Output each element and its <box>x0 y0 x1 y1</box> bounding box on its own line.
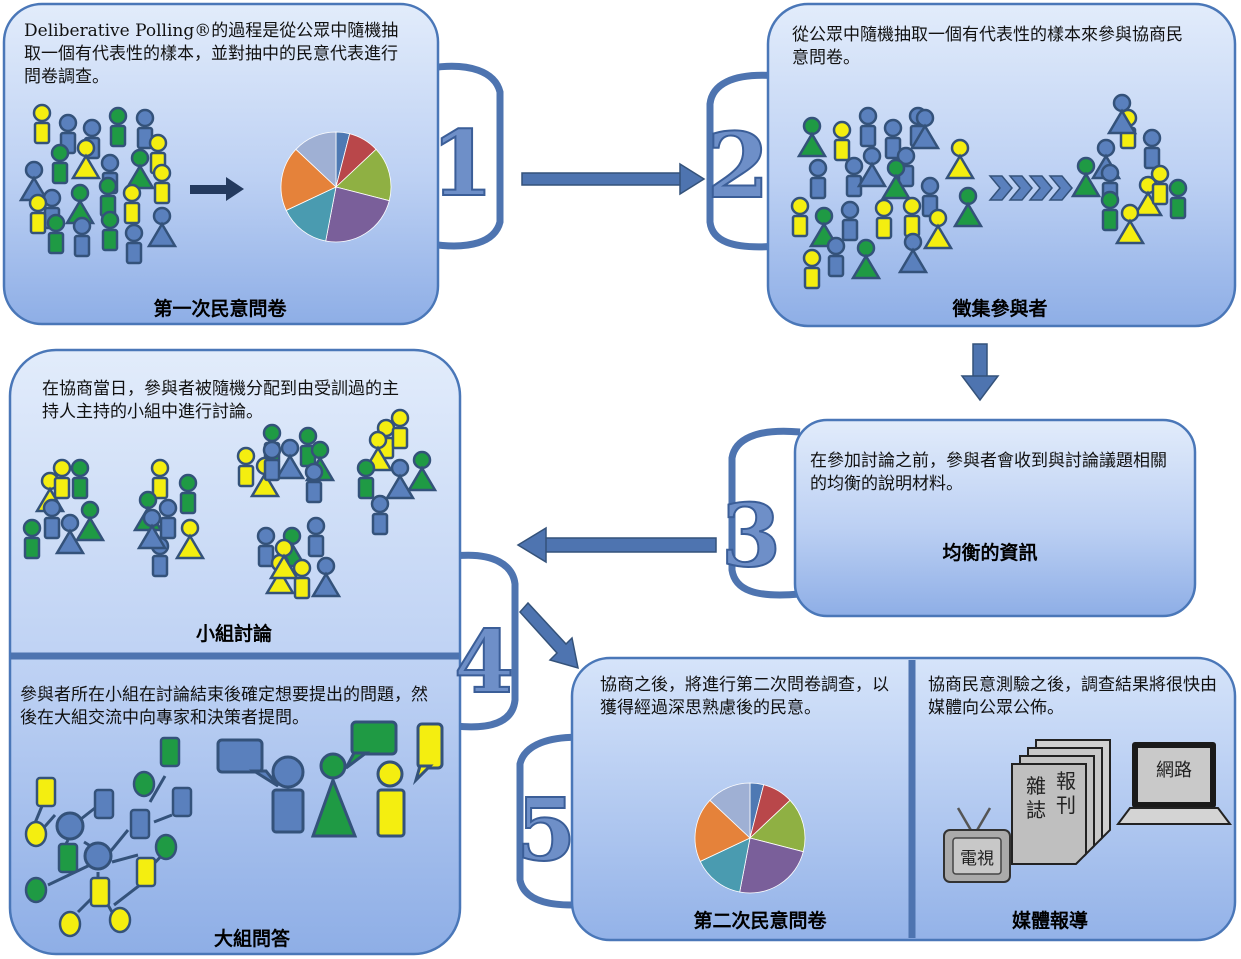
step1-number: 1 <box>431 111 494 217</box>
speech-bubble-icon <box>412 722 444 786</box>
step4-small-description: 在協商當日，參與者被隨機分配到由受訓過的主持人主持的小組中進行討論。 <box>42 379 399 422</box>
step5-media-description: 協商民意測驗之後，調查結果將很快由媒體向公眾公佈。 <box>928 675 1217 718</box>
pie-slice <box>709 782 751 839</box>
arrow-1-to-2 <box>521 162 706 196</box>
step5-survey-title: 第二次民意問卷 <box>693 910 827 932</box>
panel-step4 <box>8 348 462 956</box>
pie-slice <box>694 799 751 862</box>
step3-description: 在參加討論之前，參與者會收到與討論議題相關的均衡的說明材料。 <box>810 451 1167 494</box>
step3-bracket <box>728 427 801 599</box>
step2-number: 2 <box>707 113 770 219</box>
pie-slice <box>295 131 337 188</box>
laptop-icon <box>1116 742 1232 825</box>
step1-description: Deliberative Polling®的過程是從公眾中隨機抽取一個有代表性的… <box>24 21 399 87</box>
pie-slice <box>325 186 390 243</box>
step3-title: 均衡的資訊 <box>942 542 1038 564</box>
step2-description: 從公眾中隨機抽取一個有代表性的樣本來參與協商民意問卷。 <box>792 25 1183 68</box>
magazine-label-1: 雜 <box>1026 774 1046 798</box>
newspaper-label-1: 報 <box>1056 769 1076 793</box>
step1-pie-chart-icon <box>280 131 392 243</box>
pie-slice <box>280 148 337 211</box>
newspaper-icon <box>1011 739 1111 865</box>
step5-bracket <box>516 733 593 909</box>
pie-slice <box>749 799 806 853</box>
step4-small-title: 小組討論 <box>195 623 272 645</box>
step2-bracket <box>706 71 779 251</box>
pie-slice <box>739 837 804 894</box>
step1-title: 第一次民意問卷 <box>153 298 287 320</box>
panel-step2 <box>766 2 1237 328</box>
step2-chevrons-icon <box>988 175 1073 201</box>
speech-bubble-icon <box>216 738 280 788</box>
step5-pie-chart-icon <box>694 782 806 894</box>
step5-number: 5 <box>516 780 576 881</box>
step4-large-title: 大組問答 <box>213 928 290 950</box>
pie-slice <box>285 186 337 242</box>
step4-qa-people <box>24 736 193 938</box>
internet-label: 網路 <box>1156 760 1192 781</box>
arrow-3-to-4 <box>516 526 717 564</box>
step4-bracket <box>454 551 519 731</box>
arrow-2-to-3 <box>960 343 1000 402</box>
tv-icon <box>943 807 1011 883</box>
arrow-4-to-5 <box>518 601 579 670</box>
step5-survey-description: 協商之後，將進行第二次問卷調查，以獲得經過深思熟慮後的民意。 <box>600 675 889 718</box>
step5-media-title: 媒體報導 <box>1011 910 1088 932</box>
step4-qa-speakers <box>216 720 444 838</box>
newspaper-label-2: 刊 <box>1056 793 1076 817</box>
pie-slice <box>699 837 751 893</box>
pie-slice <box>335 148 392 202</box>
step1-bracket <box>429 62 504 250</box>
step4-large-description: 參與者所在小組在討論結束後確定想要提出的問題，然後在大組交流中向專家和決策者提問… <box>20 685 428 728</box>
panel-step3 <box>793 418 1197 618</box>
speech-bubble-icon <box>344 720 398 770</box>
step1-arrow-icon <box>190 177 244 201</box>
step3-number: 3 <box>721 486 781 587</box>
magazine-label-2: 誌 <box>1026 798 1046 822</box>
step4-number: 4 <box>454 612 514 713</box>
tv-label: 電視 <box>960 849 994 869</box>
step2-title: 徵集參與者 <box>952 298 1048 320</box>
